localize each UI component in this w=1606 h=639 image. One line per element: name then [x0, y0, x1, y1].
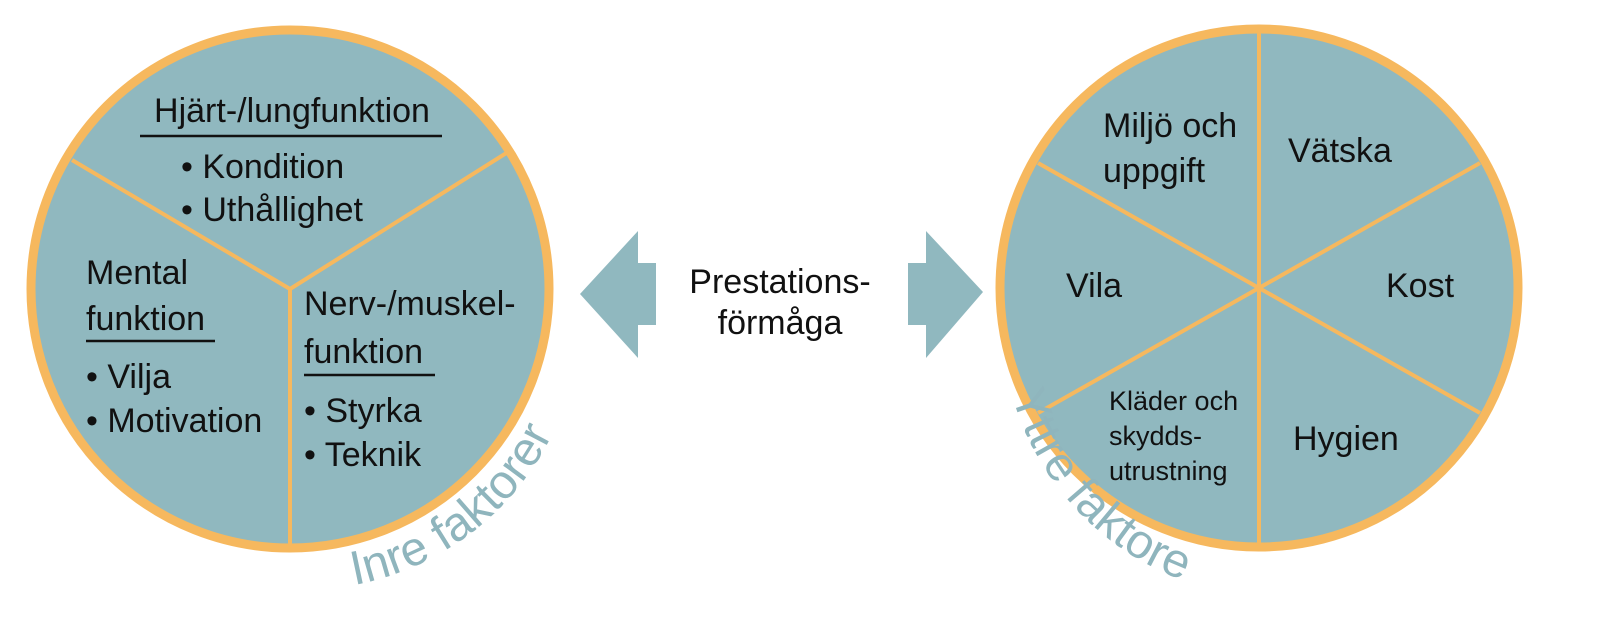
clothing-label-line1: Kläder och: [1109, 386, 1238, 416]
nerve-muscle-item: • Teknik: [304, 436, 422, 474]
mental-item: • Motivation: [86, 402, 262, 440]
heart-lung-item: • Kondition: [181, 148, 344, 186]
performance-line1: Prestations-: [689, 263, 870, 301]
left-arrow-icon: [580, 231, 656, 358]
fluid-label: Vätska: [1288, 132, 1392, 170]
right-arrow-icon: [908, 231, 983, 358]
heart-lung-item: • Uthållighet: [181, 191, 364, 229]
right-divider-diagonal-b: [1037, 161, 1481, 415]
environment-label-line1: Miljö och: [1103, 107, 1237, 145]
hygiene-label: Hygien: [1293, 420, 1399, 458]
nerve-muscle-item: • Styrka: [304, 392, 422, 430]
mental-title-line2: funktion: [86, 300, 205, 338]
rest-label: Vila: [1066, 267, 1122, 305]
left-divider-upper-right: [288, 150, 510, 291]
mental-item: • Vilja: [86, 358, 171, 396]
mental-title-line1: Mental: [86, 254, 188, 292]
clothing-label-line2: skydds-: [1109, 421, 1202, 451]
inner-factors-circle: Hjärt-/lungfunktion • Kondition • Uthåll…: [26, 25, 554, 553]
nerve-muscle-title-line2: funktion: [304, 333, 423, 371]
heart-lung-title: Hjärt-/lungfunktion: [154, 92, 430, 130]
performance-line2: förmåga: [718, 304, 843, 342]
diet-label: Kost: [1386, 267, 1455, 305]
clothing-label-line3: utrustning: [1109, 456, 1228, 486]
environment-label-line2: uppgift: [1103, 152, 1206, 190]
left-divider-upper-left: [70, 158, 292, 291]
outer-factors-circle: Miljö och uppgift Vätska Vila Kost Kläde…: [995, 24, 1523, 552]
nerve-muscle-title-line1: Nerv-/muskel-: [304, 285, 516, 323]
